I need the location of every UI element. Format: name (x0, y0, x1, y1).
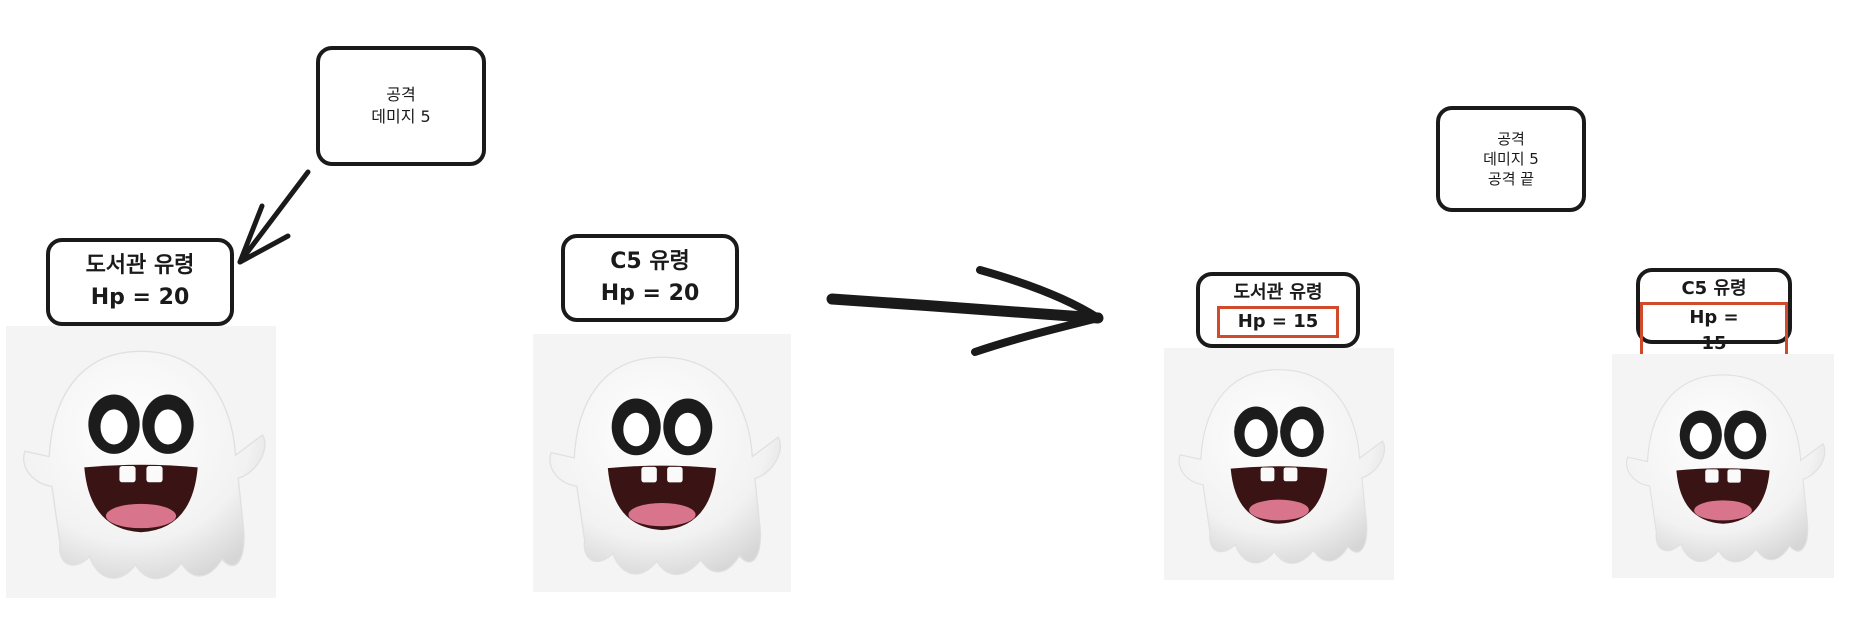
attack-note-left-line1: 공격 (386, 85, 416, 104)
ghost-a-icon (1164, 348, 1394, 580)
ghost-a-icon (6, 326, 276, 598)
after-ghost-a-label: 도서관 유령 Hp = 15 (1196, 272, 1360, 348)
before-ghost-a-name: 도서관 유령 (85, 253, 195, 278)
attack-note-right: 공격 데미지 5 공격 끝 (1436, 106, 1586, 212)
ghost-b-icon (533, 334, 791, 592)
before-ghost-b-name: C5 유령 (610, 249, 690, 274)
attack-note-right-line3: 공격 끝 (1487, 170, 1535, 188)
before-ghost-a-hp: Hp = 20 (90, 285, 190, 310)
before-ghost-a-image (6, 326, 276, 598)
before-ghost-b-image (533, 334, 791, 592)
before-ghost-a-label: 도서관 유령 Hp = 20 (46, 238, 234, 326)
transition-arrow (826, 266, 1104, 356)
before-ghost-b-label: C5 유령 Hp = 20 (561, 234, 739, 322)
attack-note-right-line2: 데미지 5 (1483, 150, 1539, 168)
after-ghost-b-label: C5 유령 Hp = 15 (1636, 268, 1792, 360)
before-ghost-b-hp: Hp = 20 (600, 281, 700, 306)
attack-note-right-line1: 공격 (1497, 130, 1525, 148)
ghost-b-icon (1612, 354, 1834, 578)
after-ghost-a-hp: Hp = 15 (1237, 311, 1319, 332)
after-ghost-a-image (1164, 348, 1394, 580)
after-ghost-b-hp: Hp = 15 (1689, 307, 1739, 354)
attack-arrow-left (237, 169, 311, 265)
attack-note-left-line2: 데미지 5 (371, 107, 431, 126)
after-ghost-a-hp-highlight: Hp = 15 (1216, 306, 1340, 338)
after-ghost-b-image (1612, 354, 1834, 578)
attack-note-left: 공격 데미지 5 (316, 46, 486, 166)
after-ghost-b-name: C5 유령 (1681, 278, 1747, 299)
after-ghost-a-name: 도서관 유령 (1233, 282, 1323, 303)
after-ghost-b-hp-highlight: Hp = 15 (1640, 302, 1788, 360)
